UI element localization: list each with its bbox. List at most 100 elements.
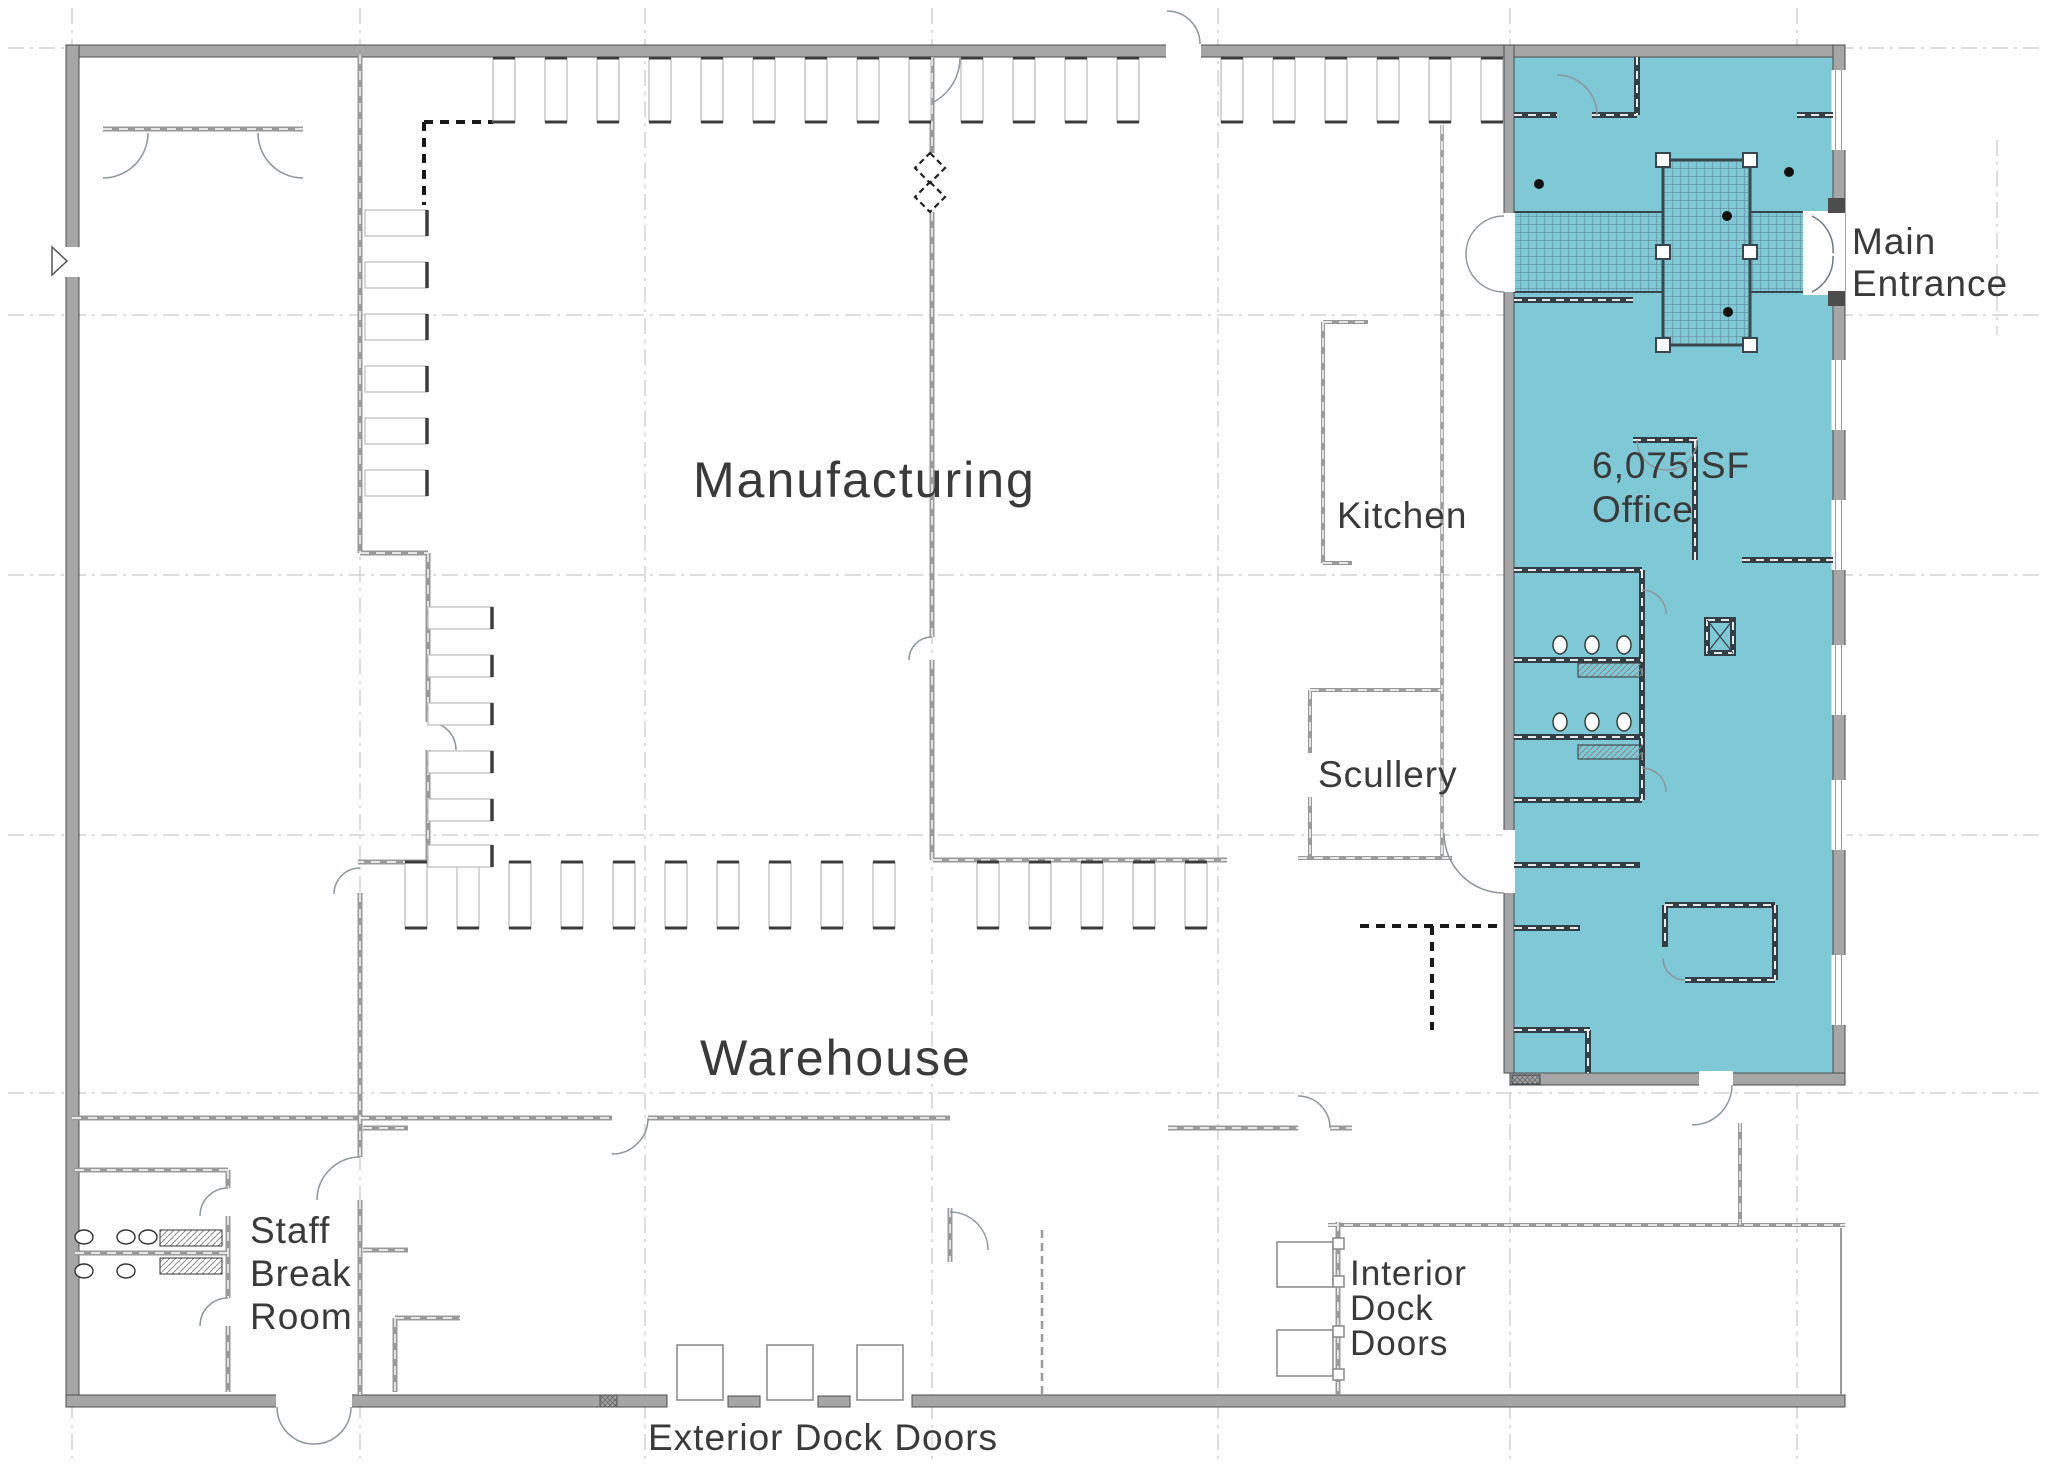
dock-door: [856, 1344, 904, 1401]
warehouse-label: Warehouse: [700, 1030, 972, 1086]
bay-cap: [1377, 56, 1399, 124]
column-dot: [1784, 167, 1794, 177]
stall: [364, 417, 428, 445]
bay-slot: [1132, 861, 1156, 929]
bay-cap: [805, 56, 827, 124]
office-restroom-walls: [1514, 569, 1643, 801]
dock-bumper: [817, 1395, 851, 1408]
scullery-label: Scullery: [1318, 754, 1458, 795]
officeWalls-dash-overlay: [1514, 57, 1833, 1073]
bay-cap: [961, 56, 983, 124]
bay-cap: [753, 56, 775, 124]
south-wall-left: [65, 1394, 668, 1408]
dock-hinge: [1332, 1237, 1345, 1250]
bay-cap: [701, 56, 723, 124]
bay-slot: [820, 861, 844, 929]
bay-cap: [821, 860, 843, 930]
manufacturing-label: Manufacturing: [693, 452, 1036, 508]
bay-slot: [404, 861, 428, 929]
bay-slot: [716, 861, 740, 929]
bay-cap: [405, 860, 427, 930]
bay-cap: [909, 56, 931, 124]
interior-dock-doors-label-line3: Doors: [1350, 1324, 1448, 1363]
office-south-wall: [1509, 1072, 1846, 1086]
west-stalls-lower: [427, 606, 494, 868]
bay-slot: [908, 57, 932, 123]
stall: [427, 654, 493, 678]
dock-hinge: [1332, 1368, 1345, 1381]
south-wall-right: [911, 1394, 1846, 1408]
bay-cap: [597, 56, 619, 124]
window-opening: [1831, 780, 1847, 850]
bay-cap: [1185, 860, 1207, 930]
dock-door: [1276, 1329, 1334, 1377]
stall: [427, 702, 493, 726]
exterior-dock-doors: [676, 1344, 904, 1408]
bay-cap: [509, 860, 531, 930]
stall: [364, 209, 428, 237]
bay-cap: [717, 860, 739, 930]
bay-cap: [873, 860, 895, 930]
top-wall-bays: [492, 56, 1504, 124]
vestibule-block: [1661, 158, 1752, 347]
window-opening: [1831, 360, 1847, 430]
bay-cap: [1133, 860, 1155, 930]
window-glass: [1835, 955, 1842, 1025]
bay-slot: [560, 861, 584, 929]
interior-dock-doors-label-line1: Interior: [1350, 1254, 1467, 1293]
office-restroom-fixtures: [1552, 635, 1643, 760]
bay-cap: [1429, 56, 1451, 124]
stall: [427, 798, 493, 822]
manufacturing-south-bays: [404, 860, 1208, 930]
window-glass: [1835, 500, 1842, 570]
stall: [427, 844, 493, 868]
bay-slot: [664, 861, 688, 929]
stall: [427, 750, 493, 774]
staff-restroom-fixtures: [74, 1074, 1541, 1279]
stall: [364, 469, 428, 497]
bay-slot: [752, 57, 776, 123]
interior-dock-doors-label-line2: Dock: [1350, 1289, 1434, 1328]
wall-staff-rooms: [75, 1115, 460, 1395]
office-inner-room: [1662, 902, 1778, 983]
dock-bumper: [727, 1395, 761, 1408]
bay-cap: [1081, 860, 1103, 930]
entrance-door-swings: [1811, 215, 1834, 293]
office-area-label: 6,075 SF: [1592, 445, 1750, 486]
office-south-rooms: [1514, 864, 1640, 1073]
bay-slot: [492, 57, 516, 123]
dock-door: [676, 1344, 724, 1401]
bay-slot: [456, 861, 480, 929]
hatched-threshold: [1511, 1074, 1541, 1085]
stall: [427, 606, 493, 630]
staff-break-room-label-line1: Staff: [250, 1210, 330, 1251]
entrance-vestibule: [1513, 152, 1806, 353]
bay-cap: [1325, 56, 1347, 124]
bay-slot: [1480, 57, 1504, 123]
bay-slot: [1080, 861, 1104, 929]
stall: [364, 365, 428, 393]
main-entrance-label-line2: Entrance: [1852, 263, 2008, 304]
dock-hinge: [1332, 1275, 1345, 1288]
exterior-dock-doors-label: Exterior Dock Doors: [648, 1417, 998, 1458]
bay-slot: [1116, 57, 1140, 123]
office-north-rooms: [1514, 57, 1833, 116]
office-west-wall: [1503, 44, 1515, 1074]
column-dot: [1723, 307, 1733, 317]
bay-slot: [960, 57, 984, 123]
window-opening: [1831, 500, 1847, 570]
bay-cap: [977, 860, 999, 930]
bay-slot: [872, 861, 896, 929]
bay-slot: [1428, 57, 1452, 123]
dotted-walls: [422, 120, 1504, 1030]
bay-cap: [1481, 56, 1503, 124]
north-wall: [65, 44, 1846, 58]
wall-kitchen: [1322, 321, 1368, 564]
bay-slot: [648, 57, 672, 123]
bay-cap: [769, 860, 791, 930]
bay-cap: [613, 860, 635, 930]
dock-door: [1276, 1241, 1334, 1288]
bay-slot: [596, 57, 620, 123]
bay-cap: [665, 860, 687, 930]
